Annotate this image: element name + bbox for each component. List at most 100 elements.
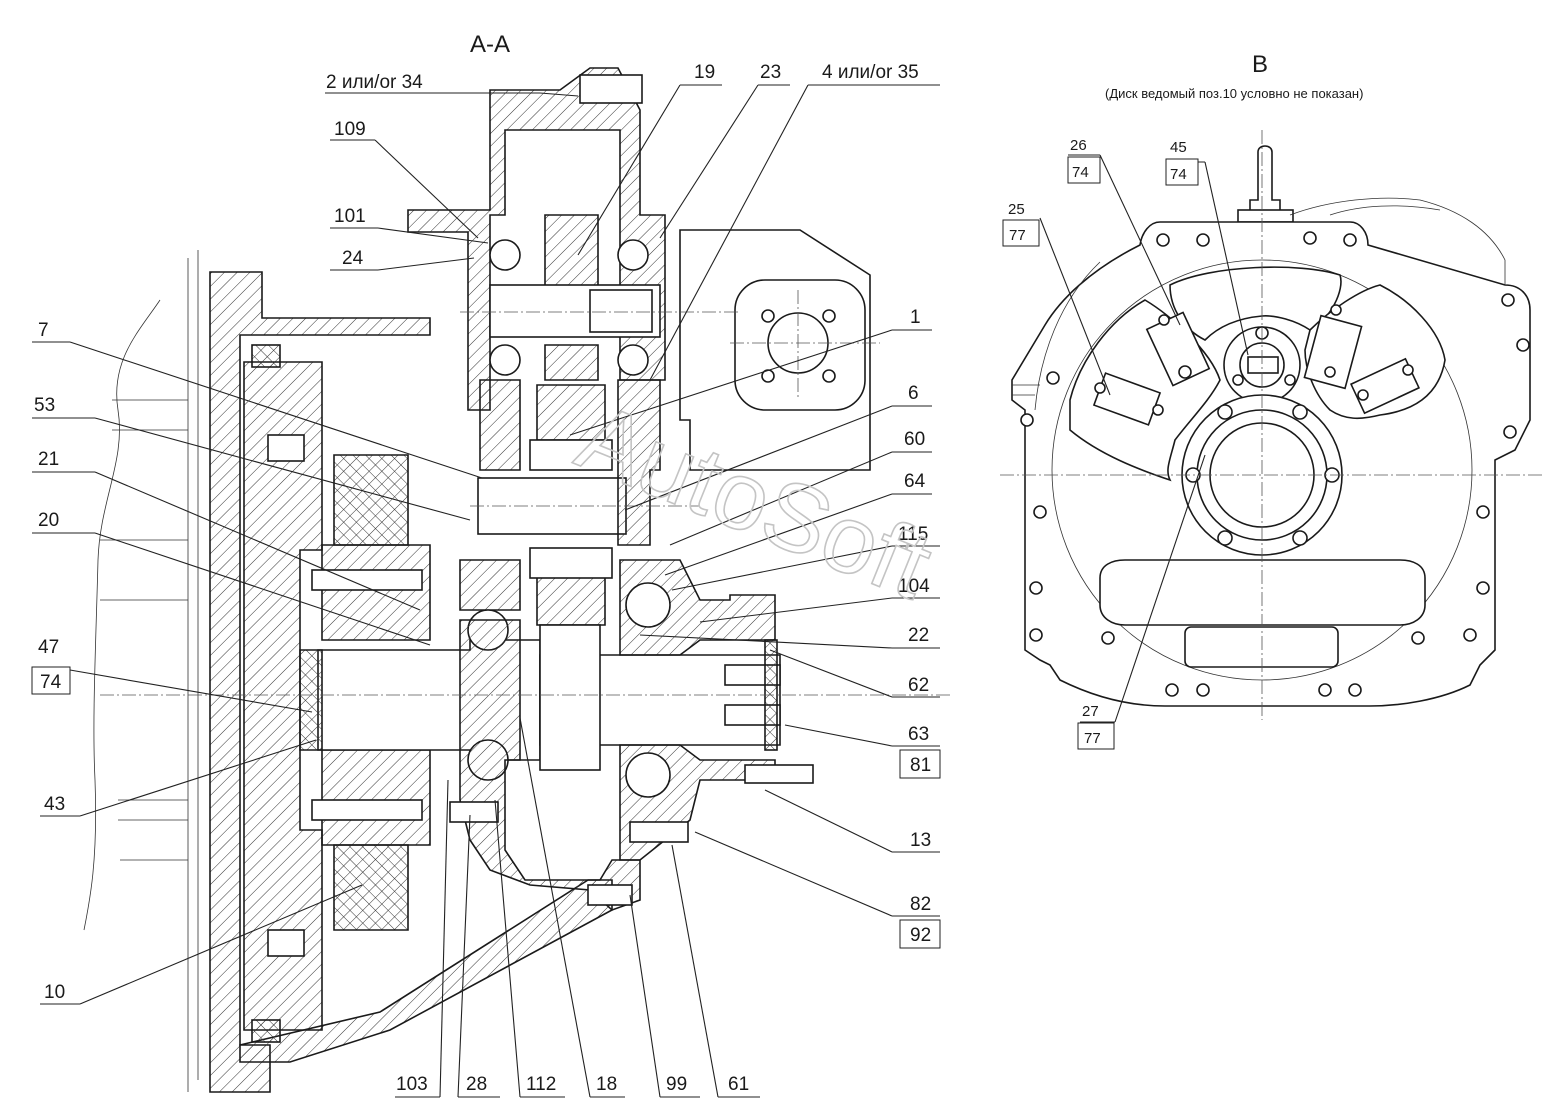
section-aa-title: А-А <box>470 31 510 58</box>
callout-115: 115 <box>898 524 928 545</box>
gear-housing-low <box>459 559 521 611</box>
section-aa: А-А <box>31 31 950 1098</box>
bearing-101-top <box>489 239 521 271</box>
leader-lines <box>32 84 940 1098</box>
bolt-61 <box>629 821 689 843</box>
callout-104: 104 <box>898 576 930 597</box>
middle-housing <box>617 379 661 546</box>
callout-10: 10 <box>44 982 65 1003</box>
callout-61: 61 <box>728 1074 749 1095</box>
bearing-23-top <box>617 239 649 271</box>
gear-housing-mid <box>479 379 521 471</box>
bolt-28 <box>449 801 499 823</box>
callout-74-b: 74 <box>1170 166 1187 183</box>
callout-6: 6 <box>908 383 919 404</box>
upper-spline <box>589 289 653 333</box>
callout-47: 47 <box>38 637 59 658</box>
callout-60: 60 <box>904 429 925 450</box>
callout-box-92 <box>899 919 941 949</box>
needle-bearing-bottom <box>529 547 613 579</box>
bearing-22-top <box>625 582 671 628</box>
callout-19: 19 <box>694 62 715 83</box>
view-b-note: (Диск ведомый поз.10 условно не показан) <box>1105 86 1363 101</box>
bearing-101-bottom <box>489 344 521 376</box>
callout-62: 62 <box>908 675 929 696</box>
callout-box-74-left <box>31 666 71 695</box>
pump-hole-1 <box>761 309 775 323</box>
bearing-23-bottom <box>617 344 649 376</box>
callout-77-b: 77 <box>1084 730 1101 747</box>
view-b-leaders <box>1039 154 1249 723</box>
callout-43: 43 <box>44 794 65 815</box>
breather-base <box>1237 209 1294 223</box>
housing-left-lobe <box>1012 261 1101 411</box>
flywheel-bolt-top <box>267 434 305 462</box>
callout-21: 21 <box>38 449 59 470</box>
callout-7: 7 <box>38 320 49 341</box>
pump-hole-2 <box>822 309 836 323</box>
bolt-13 <box>744 764 814 784</box>
callout-82: 82 <box>910 894 931 915</box>
callout-box-77-b <box>1077 722 1115 750</box>
callout-101: 101 <box>334 206 366 227</box>
callout-109: 109 <box>334 119 366 140</box>
flywheel-bolt-bottom <box>267 929 305 957</box>
callout-26: 26 <box>1070 137 1087 154</box>
flywheel-nut-top <box>251 344 281 368</box>
gear-housing-lower <box>459 619 641 911</box>
bolt-99 <box>587 884 633 906</box>
needle-bearing-top <box>529 439 613 471</box>
coupling-hub-bottom <box>321 749 431 846</box>
callout-24: 24 <box>342 248 364 269</box>
callout-103: 103 <box>396 1074 428 1095</box>
callout-64: 64 <box>904 471 926 492</box>
housing-right-lobe <box>1289 197 1506 285</box>
callout-45: 45 <box>1170 139 1187 156</box>
callout-25: 25 <box>1008 201 1025 218</box>
clamp-right-top <box>1303 314 1363 390</box>
callout-74-left: 74 <box>40 672 62 693</box>
flywheel-housing <box>209 271 431 1093</box>
flywheel-nut-bottom <box>251 1019 281 1043</box>
callout-27: 27 <box>1082 703 1099 720</box>
upper-cutout <box>1169 266 1342 341</box>
bearing-22-bottom <box>625 752 671 798</box>
callout-box-74-a <box>1067 156 1101 184</box>
coupling-elastic-bottom <box>333 844 409 931</box>
engine-ribs <box>100 399 188 861</box>
callout-1: 1 <box>910 307 921 328</box>
output-gear-body <box>539 624 601 771</box>
coupling-hub-top <box>321 544 431 641</box>
callout-20: 20 <box>38 510 59 531</box>
callout-4-35: 4 или/or 35 <box>822 62 919 83</box>
bottom-slot <box>1099 559 1426 626</box>
view-b: B (Диск ведомый поз.10 условно не показа… <box>1000 51 1545 750</box>
engine-outline <box>83 250 199 1092</box>
breather <box>1249 145 1281 216</box>
view-b-title: B <box>1252 51 1268 78</box>
callout-63: 63 <box>908 724 929 745</box>
callout-99: 99 <box>666 1074 687 1095</box>
small-shaft-key <box>1247 356 1279 374</box>
callout-13: 13 <box>910 830 931 851</box>
nameplate <box>1184 626 1339 668</box>
callout-74-a: 74 <box>1072 164 1089 181</box>
callout-box-81 <box>899 749 941 779</box>
callout-22: 22 <box>908 625 929 646</box>
callout-23: 23 <box>760 62 781 83</box>
pump-hole-4 <box>822 369 836 383</box>
callout-2-34: 2 или/or 34 <box>326 72 423 93</box>
callout-53: 53 <box>34 395 55 416</box>
bolt-2-34 <box>579 74 643 104</box>
shaft-end-plate <box>299 649 323 751</box>
callout-18: 18 <box>596 1074 617 1095</box>
plate-bolts <box>1020 231 1530 697</box>
coupling-bolt-top <box>311 569 423 591</box>
callout-box-74-b <box>1165 158 1199 186</box>
callout-28: 28 <box>466 1074 487 1095</box>
coupling-bolt-bottom <box>311 799 423 821</box>
callout-box-77-a <box>1002 219 1040 247</box>
callout-77-a: 77 <box>1009 227 1026 244</box>
callout-81: 81 <box>910 755 931 776</box>
